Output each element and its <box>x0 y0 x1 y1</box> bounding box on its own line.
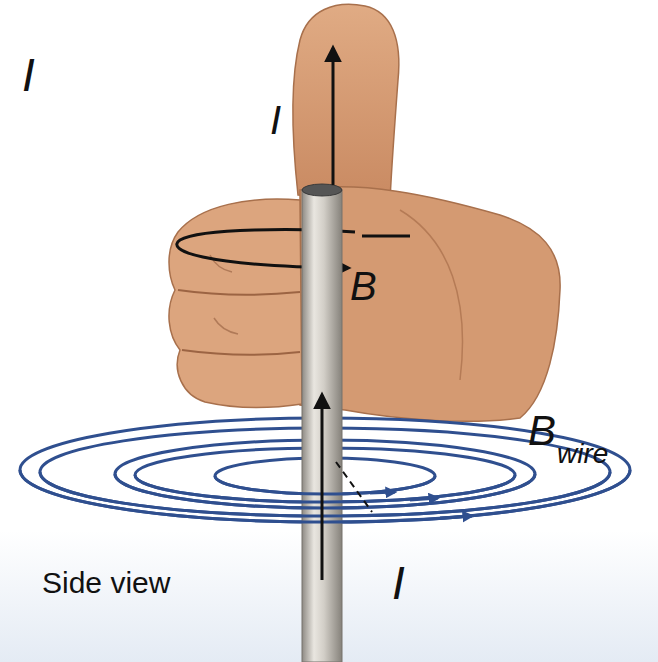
wire <box>302 190 342 662</box>
curl-arrow-dash <box>362 235 410 238</box>
field-loop <box>40 472 610 516</box>
field-loops-front <box>20 470 630 522</box>
field-label: B <box>350 266 377 306</box>
field-subscript: wire <box>557 440 608 468</box>
field-loop <box>135 475 515 502</box>
field-arrow <box>440 516 472 518</box>
field-loop <box>115 474 535 508</box>
field-arrow <box>410 498 438 500</box>
current-arrow <box>332 48 335 185</box>
finger-crease <box>182 350 300 355</box>
field-loop <box>20 470 630 522</box>
finger-crease <box>178 290 300 295</box>
field-loop <box>215 476 435 494</box>
current-label: I <box>270 100 281 140</box>
thumb <box>293 4 399 200</box>
current-label: I <box>22 52 35 98</box>
radius-line <box>336 462 372 512</box>
field-arrow <box>370 492 395 493</box>
knuckle-line <box>214 318 238 334</box>
wire-end <box>302 184 342 196</box>
current-label: I <box>392 560 405 606</box>
hand <box>169 4 560 421</box>
current-arrow <box>321 395 324 580</box>
view-caption: Side view <box>42 568 170 598</box>
field-label: B <box>528 410 556 452</box>
field-direction-arrows <box>370 492 472 518</box>
